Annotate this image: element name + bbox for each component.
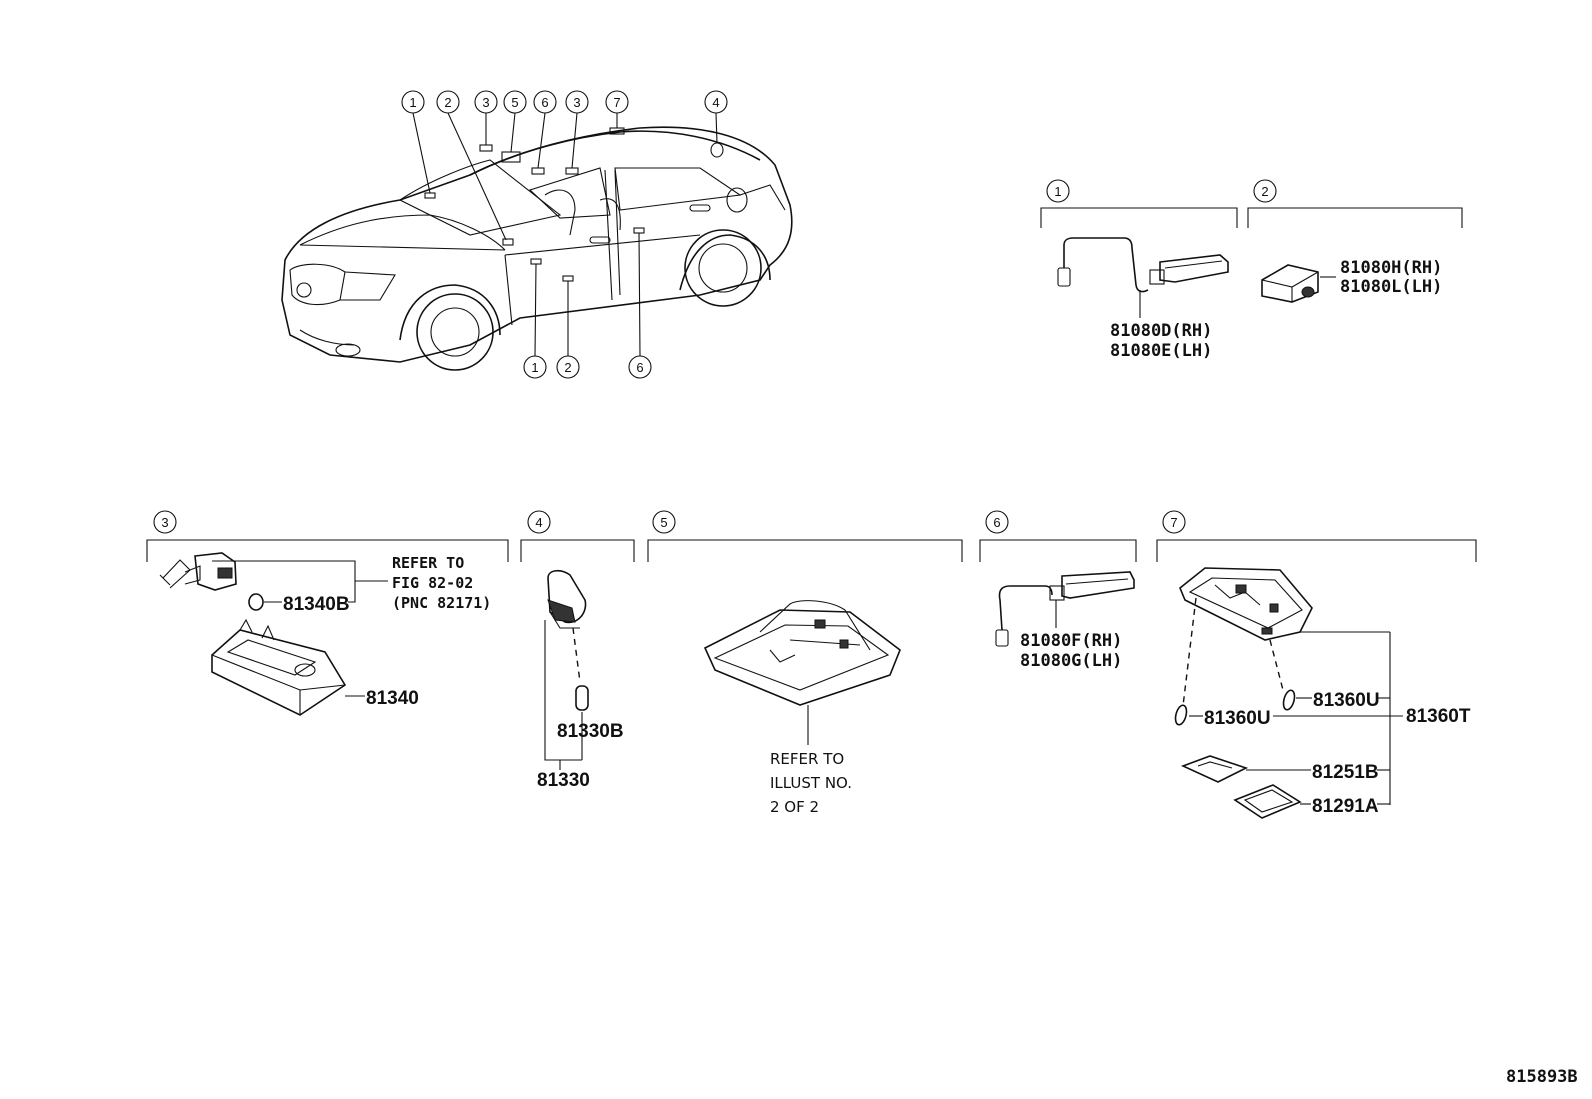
bulb-81330B-icon xyxy=(575,685,589,711)
map-lamp-assembly-icon xyxy=(703,600,901,706)
svg-text:6: 6 xyxy=(541,95,548,110)
lens-81251B-icon xyxy=(1180,755,1249,783)
part-81080G: 81080G(LH) xyxy=(1020,651,1122,671)
callout-bottom-1: 1 xyxy=(523,355,547,379)
note-fig: FIG 82-02 xyxy=(392,574,473,592)
switch-81080H-icon xyxy=(1261,264,1319,303)
bulb-81360U-right-icon xyxy=(1282,689,1296,711)
callout-top-2: 2 xyxy=(436,90,460,114)
car-illustration: 1 2 3 5 6 3 7 4 1 2 6 xyxy=(281,90,793,379)
part-81330: 81330 xyxy=(537,770,590,791)
part-81340: 81340 xyxy=(366,688,419,709)
room-lamp-assembly-icon xyxy=(1179,567,1313,641)
section-2: 2 81080H(RH) 81080L(LH) xyxy=(1247,179,1463,303)
part-81251B: 81251B xyxy=(1312,762,1379,783)
section-2-number: 2 xyxy=(1261,184,1268,199)
svg-text:1: 1 xyxy=(409,95,416,110)
callout-bottom-6: 6 xyxy=(628,355,652,379)
vanity-lamp-socket-icon xyxy=(159,552,237,591)
svg-text:4: 4 xyxy=(712,95,719,110)
svg-text:2: 2 xyxy=(564,360,571,375)
callout-bottom-2: 2 xyxy=(556,355,580,379)
section-7-number: 7 xyxy=(1170,515,1177,530)
part-81291A: 81291A xyxy=(1312,796,1379,817)
part-81080D: 81080D(RH) xyxy=(1110,321,1212,341)
bulb-81340B-icon xyxy=(248,593,264,611)
part-81330B: 81330B xyxy=(557,721,624,742)
svg-text:1: 1 xyxy=(531,360,538,375)
callout-top-3: 3 xyxy=(474,90,498,114)
svg-text:6: 6 xyxy=(636,360,643,375)
bulb-81360U-left-icon xyxy=(1174,704,1188,726)
figure-code: 815893B xyxy=(1506,1067,1578,1087)
svg-text:5: 5 xyxy=(511,95,518,110)
note-2-of-2: 2 OF 2 xyxy=(770,798,819,816)
part-81080F: 81080F(RH) xyxy=(1020,631,1122,651)
svg-text:7: 7 xyxy=(613,95,620,110)
note-refer-to: REFER TO xyxy=(392,554,464,572)
part-81360U-right: 81360U xyxy=(1313,690,1380,711)
part-81080E: 81080E(LH) xyxy=(1110,341,1212,361)
part-81360T: 81360T xyxy=(1406,706,1471,727)
callout-top-6: 6 xyxy=(533,90,557,114)
trunk-lamp-socket-icon xyxy=(547,569,587,629)
section-1-number: 1 xyxy=(1054,184,1061,199)
callout-top-1: 1 xyxy=(401,90,425,114)
part-81340B: 81340B xyxy=(283,594,350,615)
callout-top-4: 4 xyxy=(704,90,728,114)
callout-top-7: 7 xyxy=(605,90,629,114)
note-pnc: (PNC 82171) xyxy=(392,594,491,612)
section-5-number: 5 xyxy=(660,515,667,530)
note-refer-to-5: REFER TO xyxy=(770,750,844,768)
section-6-number: 6 xyxy=(993,515,1000,530)
section-1: 1 81080D(RH) 81080E(LH) xyxy=(1040,179,1238,361)
callout-top-5: 5 xyxy=(503,90,527,114)
section-4-number: 4 xyxy=(535,515,542,530)
section-6: 6 81080F(RH) 81080G(LH) xyxy=(979,510,1137,671)
section-3-number: 3 xyxy=(161,515,168,530)
door-courtesy-switch-rh-icon xyxy=(1057,237,1229,293)
note-illust-no: ILLUST NO. xyxy=(770,774,852,792)
door-courtesy-switch-6-icon xyxy=(995,571,1135,647)
section-5: 5 REFER TO ILLUST NO. 2 OF 2 xyxy=(647,510,963,816)
section-7: 7 81360U 81360U 81360T xyxy=(1156,510,1477,819)
part-81080L: 81080L(LH) xyxy=(1340,277,1442,297)
lens-81291A-icon xyxy=(1233,784,1302,819)
vanity-lamp-81340-icon xyxy=(211,618,347,716)
section-3: 3 81340B REFER TO FIG 82-02 (PNC 82171) xyxy=(146,510,509,716)
svg-text:3: 3 xyxy=(482,95,489,110)
svg-text:3: 3 xyxy=(573,95,580,110)
svg-text:2: 2 xyxy=(444,95,451,110)
part-81080H: 81080H(RH) xyxy=(1340,258,1442,278)
part-81360U-left: 81360U xyxy=(1204,708,1271,729)
section-4: 4 81330B 81330 xyxy=(520,510,635,791)
callout-top-3b: 3 xyxy=(565,90,589,114)
